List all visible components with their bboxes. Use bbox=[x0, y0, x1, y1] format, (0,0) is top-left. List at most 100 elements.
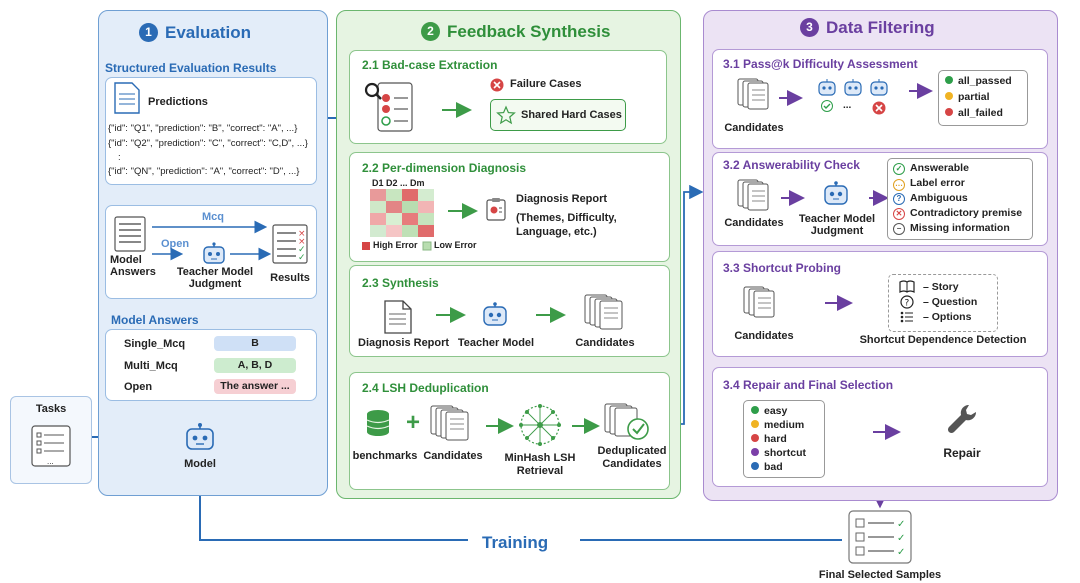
diagnosis-report-detail: (Themes, Difficulty, Language, etc.) bbox=[516, 212, 617, 238]
tasks-ellipsis: ... bbox=[47, 457, 54, 466]
repair-label: Repair bbox=[943, 446, 981, 460]
wrench-icon bbox=[947, 404, 977, 434]
dot-hard-icon bbox=[751, 434, 759, 442]
prediction-line-n: {"id": "QN", "prediction": "A", "correct… bbox=[108, 166, 300, 177]
difficulty-item-medium: medium bbox=[751, 418, 804, 432]
answer-type-single: Single_Mcq bbox=[124, 338, 186, 350]
s33-candidates-label: Candidates bbox=[734, 330, 794, 342]
difficulty-item-hard: hard bbox=[751, 432, 787, 446]
fail-x-icon bbox=[872, 101, 886, 115]
s23-candidates-label: Candidates bbox=[575, 337, 635, 349]
s33-title: 3.3 Shortcut Probing bbox=[723, 261, 842, 275]
open-label: Open bbox=[161, 238, 190, 250]
answer-value-single: B bbox=[214, 336, 296, 351]
s34-arrow bbox=[873, 424, 901, 440]
error-heatmap bbox=[370, 189, 434, 237]
s32-teacher-robot-icon bbox=[824, 181, 848, 205]
shared-hard-cases-label: Shared Hard Cases bbox=[521, 109, 622, 121]
s32-teacher-label: Teacher Model Judgment bbox=[798, 213, 876, 237]
feedback-panel: 2 Feedback Synthesis 2.1 Bad-case Extract… bbox=[336, 10, 681, 499]
passk-box: 3.1 Pass@k Difficulty Assessment Candida… bbox=[712, 49, 1048, 149]
svg-text:×: × bbox=[298, 229, 306, 239]
s21-title: 2.1 Bad-case Extraction bbox=[362, 58, 498, 72]
shortcut-probing-box: 3.3 Shortcut Probing Candidates ? – Stor… bbox=[712, 251, 1048, 357]
s24-candidates-label: Candidates bbox=[423, 450, 483, 462]
s33-candidates-icon bbox=[743, 286, 775, 318]
mcq-label: Mcq bbox=[202, 211, 224, 223]
difficulty-item-bad: bad bbox=[751, 460, 783, 474]
high-error-swatch bbox=[362, 242, 370, 250]
feedback-title: 2 Feedback Synthesis bbox=[421, 22, 610, 42]
mcq-arrow bbox=[152, 220, 268, 234]
passk-legend-item-all-failed: all_failed bbox=[945, 106, 1003, 120]
judgment-box: Model Answers Mcq Open Teacher Model Jud… bbox=[105, 205, 317, 299]
lsh-network-icon bbox=[519, 404, 561, 446]
s32-arrow-1 bbox=[781, 190, 805, 206]
dot-bad-icon bbox=[751, 462, 759, 470]
dot-medium-icon bbox=[751, 420, 759, 428]
shortcut-item-options: – Options bbox=[923, 311, 972, 323]
svg-text:?: ? bbox=[905, 299, 910, 309]
robot-pass-1-icon bbox=[818, 79, 836, 96]
passk-legend-item-all-passed: all_passed bbox=[945, 74, 1012, 88]
database-icon bbox=[366, 410, 390, 436]
answerable-icon: ✓ bbox=[893, 163, 905, 175]
final-samples-icon: ✓ ✓ ✓ bbox=[848, 510, 912, 564]
results-label: Results bbox=[270, 272, 310, 284]
s21-arrow bbox=[442, 102, 472, 118]
svg-text:×: × bbox=[298, 237, 306, 247]
tasks-label: Tasks bbox=[35, 403, 67, 415]
s24-candidates-icon bbox=[430, 405, 469, 441]
feedback-title-text: Feedback Synthesis bbox=[447, 22, 611, 41]
failure-cases-label: Failure Cases bbox=[510, 78, 582, 90]
shortcut-item-story: – Story bbox=[923, 281, 959, 293]
filtering-title-text: Data Filtering bbox=[826, 18, 935, 37]
s24-arrow-2 bbox=[572, 418, 600, 434]
ambiguous-icon: ? bbox=[893, 193, 905, 205]
robot-pass-3-icon bbox=[870, 79, 888, 96]
shared-hard-cases-box: Shared Hard Cases bbox=[490, 99, 626, 131]
answers-doc-icon bbox=[114, 216, 146, 252]
clipboard-chart-icon bbox=[486, 198, 506, 221]
magnifier-checklist-icon bbox=[364, 82, 413, 132]
s32-arrow-2 bbox=[869, 190, 889, 206]
s22-title: 2.2 Per-dimension Diagnosis bbox=[362, 161, 527, 175]
s23-arrow-1 bbox=[436, 307, 466, 323]
s24-title: 2.4 LSH Deduplication bbox=[362, 381, 489, 395]
high-error-label: High Error bbox=[373, 240, 418, 250]
answerability-box: 3.2 Answerability Check Candidates Teach… bbox=[712, 152, 1048, 246]
s23-arrow-2 bbox=[536, 307, 566, 323]
synthesis-box: 2.3 Synthesis Diagnosis Report Teacher M… bbox=[349, 265, 670, 357]
step-number-badge: 2 bbox=[421, 22, 440, 41]
answer-type-multi: Multi_Mcq bbox=[124, 360, 178, 372]
difficulty-item-easy: easy bbox=[751, 404, 787, 418]
s24-arrow-1 bbox=[486, 418, 514, 434]
contradictory-icon: ✕ bbox=[893, 208, 905, 220]
label-error-icon: … bbox=[893, 179, 905, 191]
question-icon: ? bbox=[900, 295, 914, 309]
candidates-stack-icon bbox=[584, 294, 623, 330]
s31-title: 3.1 Pass@k Difficulty Assessment bbox=[723, 57, 918, 71]
evaluation-title-text: Evaluation bbox=[165, 23, 251, 42]
structured-results-title: Structured Evaluation Results bbox=[105, 61, 277, 75]
s34-title: 3.4 Repair and Final Selection bbox=[723, 378, 894, 392]
teacher-judgment-label: Teacher Model Judgment bbox=[176, 266, 254, 290]
shortcut-item-question: – Question bbox=[923, 296, 978, 308]
answerability-item-4: −Missing information bbox=[893, 221, 1010, 235]
dot-easy-icon bbox=[751, 406, 759, 414]
model-label: Model bbox=[184, 458, 216, 470]
lsh-dedup-box: 2.4 LSH Deduplication benchmarks + Candi… bbox=[349, 372, 670, 490]
answerability-item-1: …Label error bbox=[893, 177, 965, 191]
failure-x-icon bbox=[490, 78, 504, 92]
open-arrow bbox=[152, 247, 184, 261]
plus-sign: + bbox=[406, 409, 421, 436]
shortcut-detection-label: Shortcut Dependence Detection bbox=[859, 334, 1027, 346]
s31-candidates-label: Candidates bbox=[724, 122, 784, 134]
passk-legend bbox=[938, 70, 1028, 126]
predictions-box: Predictions {"id": "Q1", "prediction": "… bbox=[105, 77, 317, 185]
model-answers-label: Model Answers bbox=[110, 254, 156, 278]
answerability-item-3: ✕Contradictory premise bbox=[893, 206, 1022, 220]
task-list-icon bbox=[31, 425, 71, 467]
